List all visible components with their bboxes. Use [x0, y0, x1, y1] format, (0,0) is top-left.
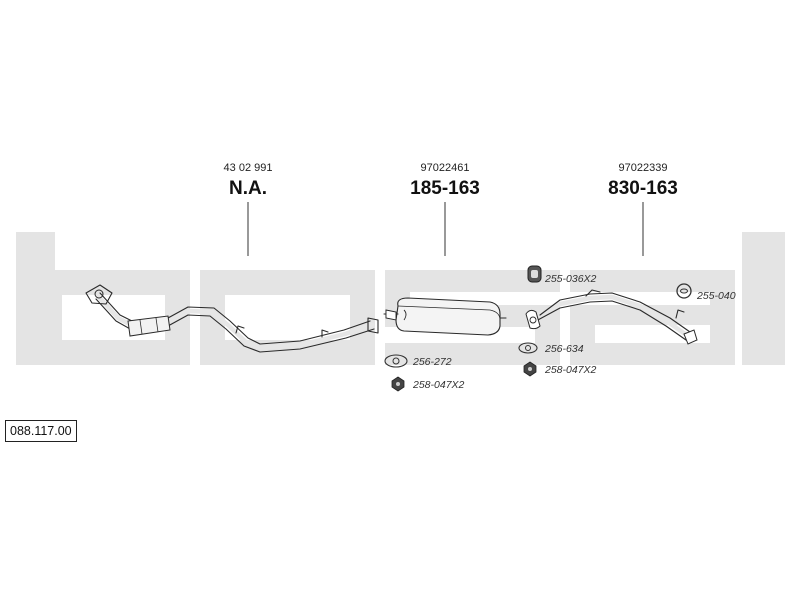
part-label: 255-040 [696, 290, 736, 302]
reference-number: 088.117.00 [5, 420, 77, 442]
section-label-3: 97022339 830-163 [608, 162, 678, 199]
rear-pipe-drawing [525, 289, 698, 345]
part-label: 256-634 [544, 343, 584, 355]
gasket-icon [518, 342, 538, 354]
part-256-634: 256-634 [518, 342, 584, 355]
section-label-2: 97022461 185-163 [410, 162, 480, 199]
rubber-ring-icon [676, 283, 692, 299]
part-255-036X2: 255-036X2 [527, 265, 597, 285]
middle-silencer-drawing [383, 297, 507, 336]
rubber-hanger-icon [527, 265, 542, 283]
part-255-040: 255-040 [676, 283, 736, 302]
section-code: 97022461 [421, 162, 470, 174]
nut-icon [523, 361, 537, 377]
gasket-icon [384, 354, 408, 368]
leader-lines [247, 202, 644, 256]
section-label-1: 43 02 991 N.A. [224, 162, 273, 199]
watermark-logo [16, 232, 785, 365]
nut-icon [391, 376, 405, 392]
section-number: 830-163 [608, 178, 678, 199]
part-256-272: 256-272 [384, 354, 452, 368]
section-code: 97022339 [619, 162, 668, 174]
part-258-047X2-a: 258-047X2 [391, 376, 465, 392]
section-code: 43 02 991 [224, 162, 273, 174]
front-pipe-drawing [85, 284, 379, 353]
part-label: 256-272 [412, 356, 452, 368]
section-number: 185-163 [410, 178, 480, 199]
part-label: 258-047X2 [544, 364, 597, 376]
part-label: 255-036X2 [544, 273, 597, 285]
part-label: 258-047X2 [412, 379, 465, 391]
section-number: N.A. [229, 178, 267, 199]
part-258-047X2-b: 258-047X2 [523, 361, 597, 377]
